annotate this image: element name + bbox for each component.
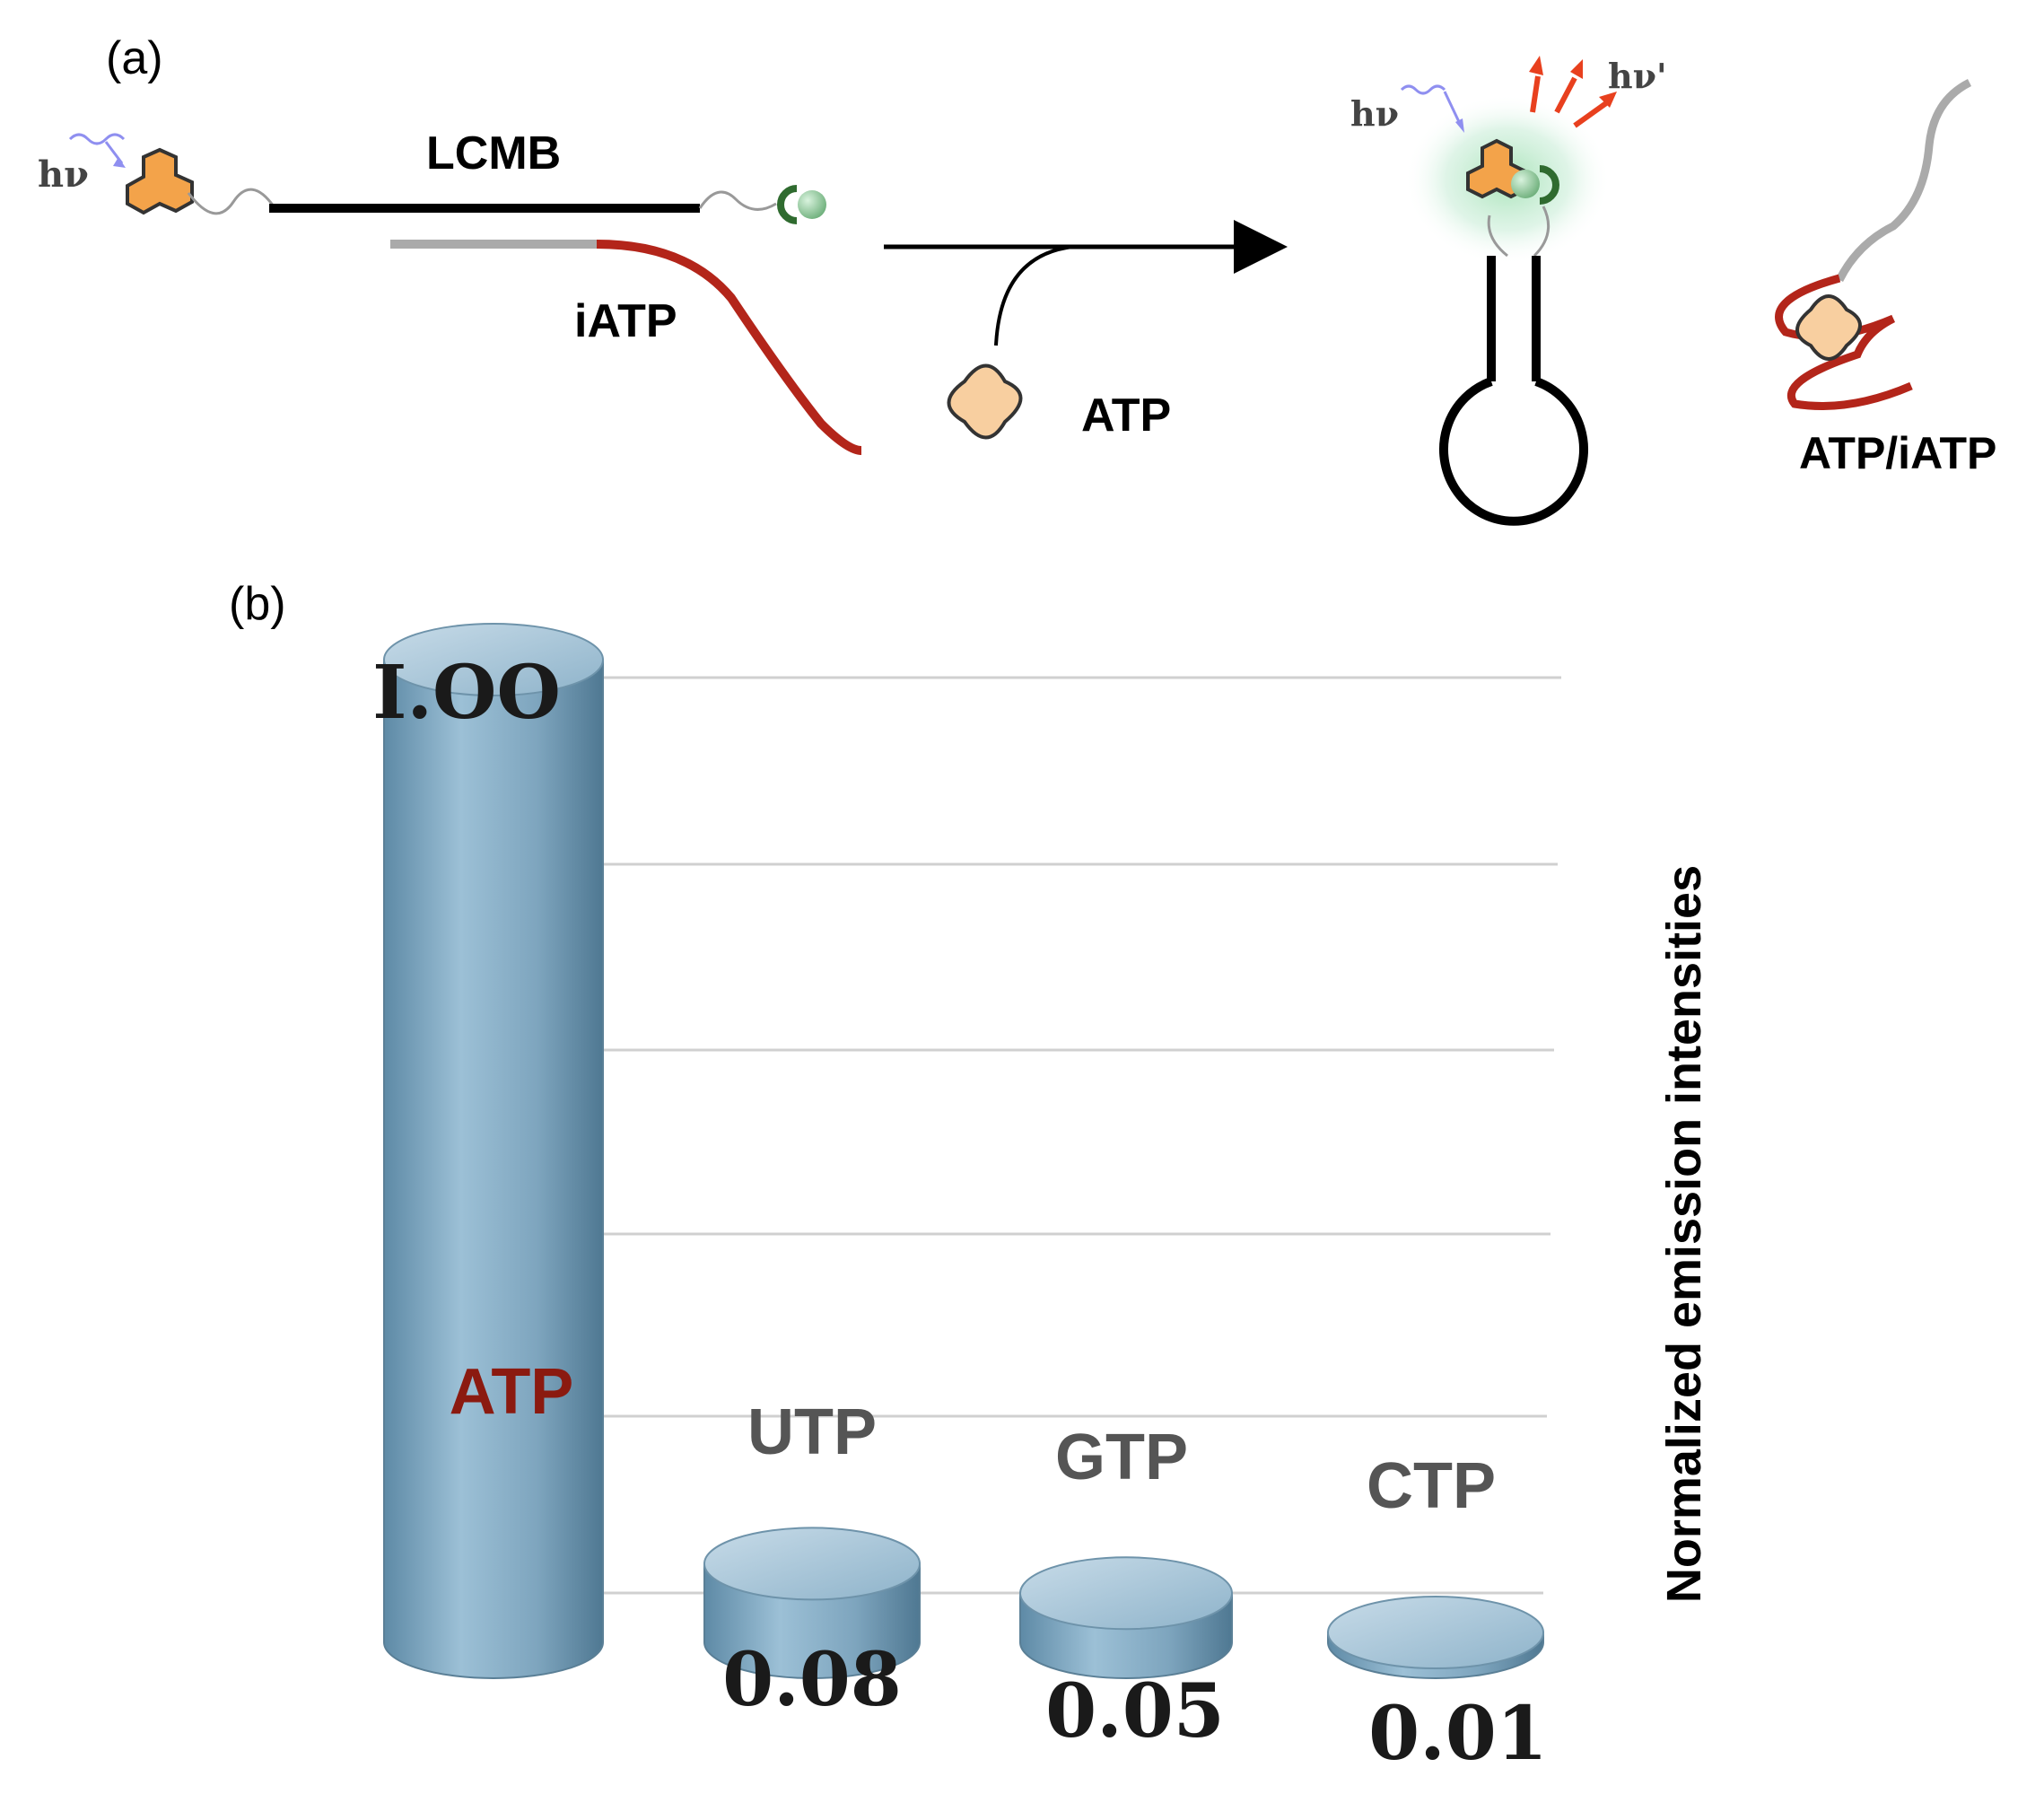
category-label-atp: ATP [450,1356,574,1428]
hv-out-label: hν' [1608,56,1667,96]
hairpin-linker-right [1533,206,1550,258]
value-labels: I.OO 0.08 0.05 0.01 [372,650,1548,1777]
bars [383,623,1544,1679]
category-labels: ATP UTP GTP CTP [450,1356,1496,1522]
value-label-ctp: 0.01 [1368,1691,1548,1777]
panel-a: (a) hν LCMB iATP A [38,32,1996,526]
hairpin-linker-left [1487,214,1508,258]
hv-in-label: hν [38,153,89,196]
value-label-atp: I.OO [372,650,561,736]
panel-b-label: (b) [229,578,286,630]
photon-in-left [68,133,126,168]
category-label-ctp: CTP [1367,1450,1496,1522]
panel-b: (b) ATP UTP GTP CTP I.OO 0.08 0.05 0.01 Normal… [229,578,1711,1777]
hairpin-beacon [1439,256,1588,526]
bar-gtp [1019,1556,1233,1679]
category-label-utp: UTP [747,1396,877,1468]
reaction-arrow-branch [994,245,1073,346]
hv-in-label-right: hν [1350,93,1399,134]
atp-reagent-label: ATP [1081,389,1171,442]
value-label-utp: 0.08 [722,1637,902,1723]
fluorophore-icon [126,147,194,215]
atp-molecule-icon [947,363,1023,440]
linker-right [698,190,777,211]
panel-a-label: (a) [106,32,163,84]
quencher-icon-closed [1511,165,1559,205]
bar-ctp [1327,1596,1544,1679]
y-axis-label: Normalized emission intensities [1657,865,1711,1603]
value-label-gtp: 0.05 [1045,1668,1225,1755]
iatp-strand-red [596,240,862,455]
iatp-label: iATP [574,295,677,347]
photon-in-right [1400,84,1464,133]
complex-label: ATP/iATP [1799,428,1996,478]
lcmb-label: LCMB [426,127,561,179]
atp-iatp-complex-icon [1775,78,1972,410]
fluorophore-icon-closed [1466,138,1527,199]
quencher-icon [777,185,826,224]
category-label-gtp: GTP [1055,1422,1188,1493]
emitted-photons [1529,56,1617,128]
bar-atp [383,623,604,1679]
bar-utp [703,1527,921,1679]
linker-left [187,188,275,215]
